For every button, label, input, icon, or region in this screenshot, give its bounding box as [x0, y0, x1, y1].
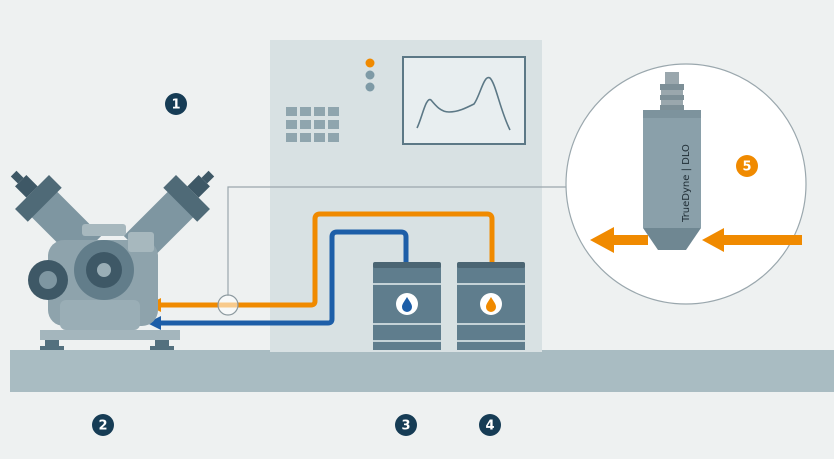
badge-4-label: 4: [485, 419, 494, 434]
badge-3-label: 3: [401, 419, 410, 434]
trend-curve-icon: [416, 76, 511, 131]
pipe-sensor-marker: [217, 294, 239, 316]
blue-oil-drop-icon: [402, 297, 412, 312]
sensor-detail-callout: [565, 63, 807, 305]
fresh-oil-barrel: [373, 262, 441, 350]
compressor-icon: [10, 170, 215, 350]
badge-2: 2: [92, 414, 114, 436]
inflow-arrow: [722, 235, 802, 245]
outflow-arrow: [612, 235, 648, 245]
blue-flow-arrowhead: [147, 316, 161, 330]
badge-5-label: 5: [742, 160, 751, 175]
status-light-grey: [365, 70, 375, 80]
blue-oil-line: [160, 229, 409, 326]
badge-1-label: 1: [171, 98, 180, 113]
orange-oil-drop-icon: [486, 297, 496, 312]
floor: [10, 350, 834, 392]
oil-condition-sensor-icon: [643, 110, 701, 228]
badge-4: 4: [479, 414, 501, 436]
signal-line: [227, 186, 568, 296]
used-oil-barrel: [457, 262, 525, 350]
status-light-orange: [365, 58, 375, 68]
status-light-grey: [365, 82, 375, 92]
keypad-icon: [286, 107, 339, 142]
badge-3: 3: [395, 414, 417, 436]
orange-oil-line: [160, 211, 495, 308]
badge-1: 1: [165, 93, 187, 115]
sensor-label: TrueDyne | DLO: [681, 144, 692, 223]
badge-2-label: 2: [98, 419, 107, 434]
badge-5: 5: [736, 155, 758, 177]
trend-monitor: [402, 56, 526, 145]
